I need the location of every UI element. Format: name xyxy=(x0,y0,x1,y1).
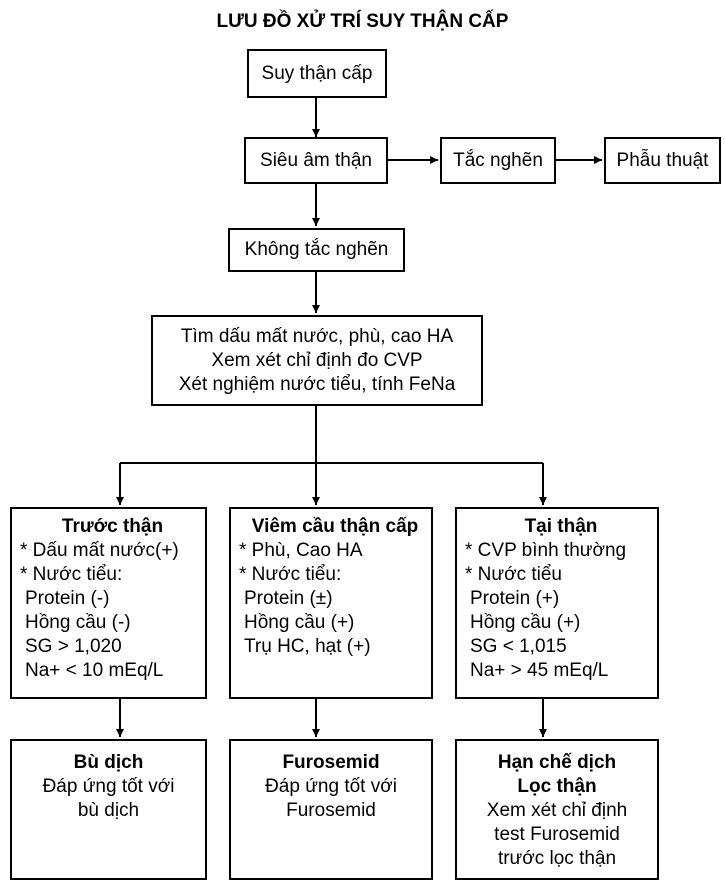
node-surgery: Phẫu thuật xyxy=(604,137,721,184)
node-ultrasound: Siêu âm thận xyxy=(244,137,388,184)
node-surgery-label: Phẫu thuật xyxy=(616,149,709,171)
glomerulo-line: Trụ HC, hạt (+) xyxy=(244,636,371,657)
treat-renal-heading: Lọc thận xyxy=(517,776,597,797)
node-glomerulonephritis: Viêm cầu thận cấp * Phù, Cao HA * Nước t… xyxy=(229,507,433,699)
node-obstruction: Tắc nghẽn xyxy=(440,137,556,184)
treat-renal-line: trước lọc thận xyxy=(497,848,617,869)
node-no-obstruction: Không tắc nghẽn xyxy=(228,228,405,272)
assessment-line: Tìm dấu mất nước, phù, cao HA xyxy=(180,325,454,347)
prerenal-line: Na+ < 10 mEq/L xyxy=(25,660,164,681)
treat-renal-heading: Hạn chế dịch xyxy=(497,752,617,773)
node-ultrasound-label: Siêu âm thận xyxy=(260,149,372,171)
prerenal-heading: Trước thận xyxy=(61,516,164,537)
treat-prerenal-heading: Bù dịch xyxy=(73,752,144,773)
assessment-line: Xem xét chỉ định đo CVP xyxy=(211,349,423,371)
node-treat-renal: Hạn chế dịch Lọc thận Xem xét chỉ định t… xyxy=(455,739,659,880)
renal-line: * CVP bình thường xyxy=(465,540,627,561)
prerenal-line: * Dấu mất nước(+) xyxy=(20,540,179,561)
node-no-obstruction-label: Không tắc nghẽn xyxy=(244,239,389,260)
diagram-title: LƯU ĐỒ XỬ TRÍ SUY THẬN CẤP xyxy=(216,11,509,32)
glomerulo-line: Hồng cầu (+) xyxy=(244,612,355,633)
node-treat-glomerulo: Furosemid Đáp ứng tốt với Furosemid xyxy=(229,739,433,880)
treat-glomerulo-line: Furosemid xyxy=(286,800,376,821)
node-obstruction-label: Tắc nghẽn xyxy=(453,149,543,171)
renal-line: Na+ > 45 mEq/L xyxy=(470,660,609,681)
treat-prerenal-line: bù dịch xyxy=(77,800,140,821)
glomerulo-heading: Viêm cầu thận cấp xyxy=(251,516,419,537)
node-treat-prerenal: Bù dịch Đáp ứng tốt với bù dịch xyxy=(10,739,207,880)
glomerulo-line: * Phù, Cao HA xyxy=(239,540,363,561)
prerenal-line: SG > 1,020 xyxy=(25,636,122,657)
prerenal-line: * Nước tiểu: xyxy=(20,564,123,585)
glomerulo-line: Protein (±) xyxy=(244,588,333,609)
renal-line: SG < 1,015 xyxy=(470,636,567,657)
glomerulo-line: * Nước tiểu: xyxy=(239,564,342,585)
treat-renal-line: Xem xét chỉ định xyxy=(486,800,628,821)
renal-heading: Tại thận xyxy=(524,516,598,537)
treat-glomerulo-line: Đáp ứng tốt với xyxy=(265,776,397,797)
assessment-line: Xét nghiệm nước tiểu, tính FeNa xyxy=(178,373,456,395)
node-start: Suy thận cấp xyxy=(247,49,387,98)
treat-prerenal-line: Đáp ứng tốt với xyxy=(42,776,175,797)
node-start-label: Suy thận cấp xyxy=(261,62,373,84)
prerenal-line: Hồng cầu (-) xyxy=(25,612,131,633)
prerenal-line: Protein (-) xyxy=(25,588,110,609)
node-assessment: Tìm dấu mất nước, phù, cao HA Xem xét ch… xyxy=(151,315,483,406)
renal-line: * Nước tiểu xyxy=(465,564,562,585)
treat-glomerulo-heading: Furosemid xyxy=(282,752,380,773)
node-intrinsic-renal: Tại thận * CVP bình thường * Nước tiểu P… xyxy=(455,507,659,699)
treat-renal-line: test Furosemid xyxy=(494,824,620,845)
node-prerenal: Trước thận * Dấu mất nước(+) * Nước tiểu… xyxy=(10,507,207,699)
renal-line: Hồng cầu (+) xyxy=(470,612,581,633)
renal-line: Protein (+) xyxy=(470,588,560,609)
